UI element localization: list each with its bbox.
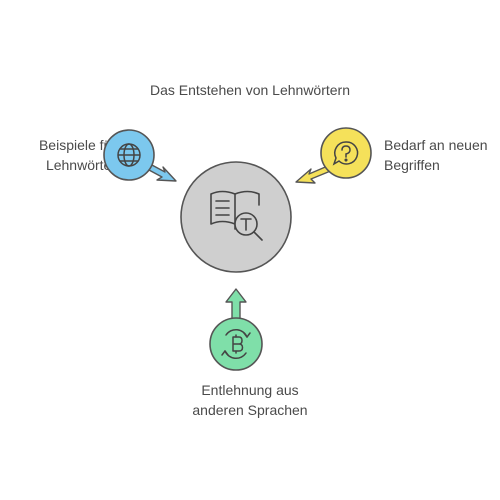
arrow-bottom [225,288,247,323]
label-bedarf: Bedarf an neuen Begriffen [384,135,500,175]
label-bedarf-line2: Begriffen [384,157,440,173]
label-bedarf-line1: Bedarf an neuen [384,137,488,153]
globe-icon [117,143,141,167]
central-circle [180,161,292,273]
node-right-circle [320,127,372,179]
book-search-icon [210,190,263,241]
label-entlehnung-line2: anderen Sprachen [192,402,308,418]
label-beispiele-line1: Beispiele für [38,137,116,153]
diagram-title: Das Entstehen von Lehnwörtern [149,82,350,98]
label-beispiele: Beispiele für Lehnwörter [6,135,116,175]
bitcoin-exchange-icon [221,328,251,360]
question-bubble-icon [332,141,359,166]
label-entlehnung: Entlehnung aus anderen Sprachen [150,380,350,420]
label-beispiele-line2: Lehnwörter [45,157,116,173]
label-entlehnung-line1: Entlehnung aus [201,382,299,398]
